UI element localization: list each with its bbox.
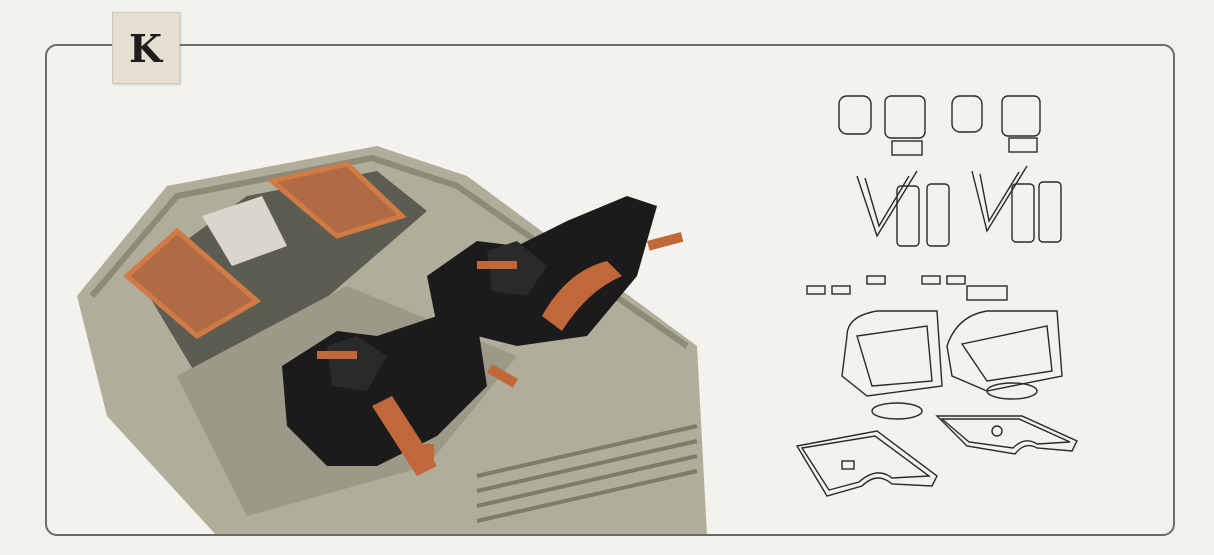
hardware-components: [806, 275, 1008, 301]
front-seat: [282, 316, 518, 476]
mesh-panel-left: [127, 231, 257, 336]
exploded-seat-line-drawing: [795, 95, 1078, 497]
section-label-tag: K: [112, 12, 180, 84]
section-letter: K: [128, 25, 164, 71]
console-block: [202, 196, 287, 266]
rendered-seat-illustration: [77, 146, 707, 534]
mesh-panel-right: [272, 164, 402, 236]
mesh-panel-left-outline: [123, 227, 262, 340]
belt-and-panel-components: [856, 165, 1062, 247]
rear-seat: [427, 196, 684, 346]
headrest-components: [838, 95, 1041, 156]
base-plate-components: [795, 415, 1078, 497]
mesh-panel-right-outline: [266, 161, 407, 239]
cargo-bed: [476, 424, 698, 523]
figure-frame: [45, 44, 1175, 536]
seat-frame-components: [841, 310, 1063, 420]
